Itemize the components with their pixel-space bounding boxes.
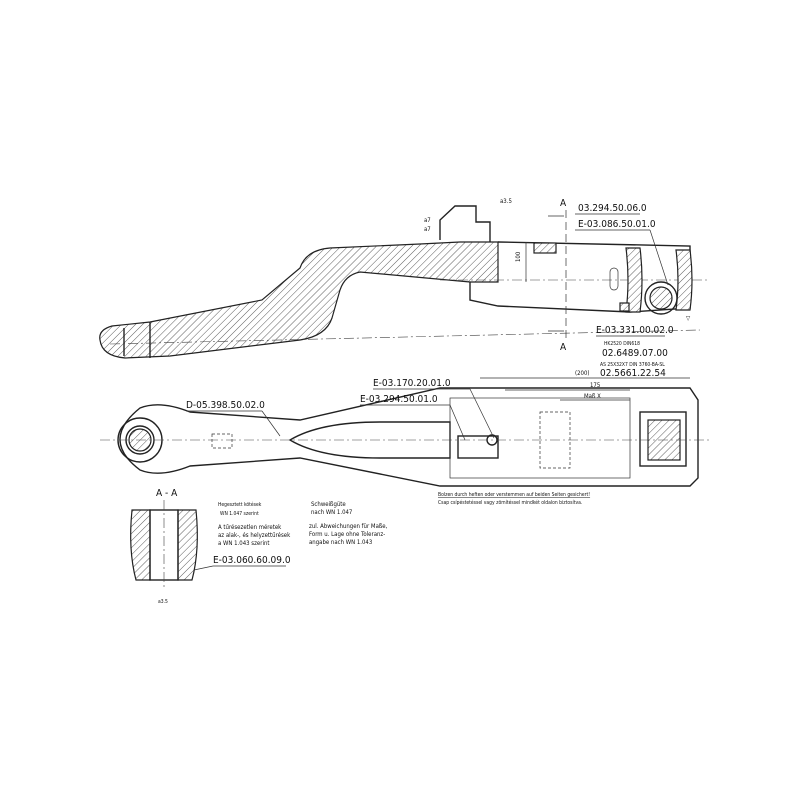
bearing-housing-right <box>675 249 693 311</box>
weld-symbol-a7-2: a7 <box>424 226 431 233</box>
note-text: Form u. Lage ohne Toleranz- <box>309 531 385 538</box>
leader-line <box>449 404 466 441</box>
arm-inner-outline <box>123 322 151 358</box>
part-number-label: E-03.086.50.01.0 <box>578 219 656 230</box>
note-text: angabe nach WN 1.043 <box>309 539 372 546</box>
section-right-wall <box>177 509 198 581</box>
section-title: A - A <box>156 488 178 499</box>
part-spec-label: HK2520 DIN618 <box>604 341 640 347</box>
part-spec-label: AS 25X32X7 DIN 3760-BA-SL <box>600 362 665 368</box>
note-text: A tűrésezetlen méretek <box>218 524 282 531</box>
part-number-label: 02.6489.07.00 <box>602 348 668 359</box>
bearing-outer <box>644 281 678 315</box>
note-text: Schweißgüte <box>311 501 346 508</box>
part-number-label: E-03.331.00.02.0 <box>596 325 674 336</box>
weld-symbol-top: a3.5 <box>500 198 512 205</box>
note-text: WN 1.047 szerint <box>220 511 259 517</box>
surface-symbol: ▽ <box>686 315 691 322</box>
plan-view: (200) 175 Maß X E-03.170.20.01.0 E-03.29… <box>100 370 710 506</box>
arm-section-hatched <box>99 241 499 359</box>
bearing-inner <box>649 286 673 310</box>
notes: Hegesztett kötések WN 1.047 szerint A tű… <box>218 501 388 547</box>
dimension-mass-x: Maß X <box>584 393 601 400</box>
leader-line <box>193 565 214 571</box>
centerline-2 <box>109 329 701 345</box>
dimension-inner: 175 <box>590 382 600 389</box>
part-number-label: 03.294.50.06.0 <box>578 203 647 214</box>
leader-line <box>261 410 281 437</box>
part-number-label: E-03.170.20.01.0 <box>373 378 451 389</box>
arm-plan-outline <box>119 387 699 487</box>
weld-symbol-section: a3.5 <box>158 599 168 605</box>
part-number-label: E-03.294.50.01.0 <box>360 394 438 405</box>
bolt-note-hu: Csap csípéstetéssel vagy zömítéssel mind… <box>438 499 582 506</box>
bearing-block <box>639 411 687 467</box>
note-text: nach WN 1.047 <box>311 509 352 516</box>
weld-symbol-a7-1: a7 <box>424 217 431 224</box>
pin <box>457 435 499 459</box>
hidden-pocket <box>211 433 233 449</box>
part-number-label: D-05.398.50.02.0 <box>186 400 265 411</box>
section-arrows <box>548 215 564 332</box>
section-mark-top: A <box>560 198 567 209</box>
slot <box>609 267 619 291</box>
note-text: Hegesztett kötések <box>218 501 262 508</box>
part-number-label: 02.5661.22.54 <box>600 368 666 379</box>
pin-section <box>533 242 557 254</box>
section-mark-bottom: A <box>560 342 567 353</box>
leader-line <box>469 388 495 439</box>
bearing-housing-left <box>625 247 643 313</box>
side-view: A A a3.5 a7 a7 100 03.294.50.06.0 E-03.0… <box>99 198 710 379</box>
inner-channel <box>449 397 631 479</box>
section-a-a: A - A a3.5 E-03.060.60.09.0 <box>130 488 291 605</box>
dimension-overall: (200) <box>575 370 590 377</box>
leader-line <box>649 229 669 286</box>
dimension-height: 100 <box>515 251 522 262</box>
note-text: zul. Abweichungen für Maße, <box>309 523 388 530</box>
bracket <box>439 205 491 242</box>
key-block <box>619 302 630 312</box>
section-left-wall <box>130 509 151 581</box>
note-text: az alak-, és helyzettűrések <box>218 532 291 539</box>
note-text: a WN 1.043 szerint <box>218 540 270 547</box>
part-number-label: E-03.060.60.09.0 <box>213 555 291 566</box>
bolt-note-de: Bolzen durch heften oder verstemmen auf … <box>438 492 590 498</box>
